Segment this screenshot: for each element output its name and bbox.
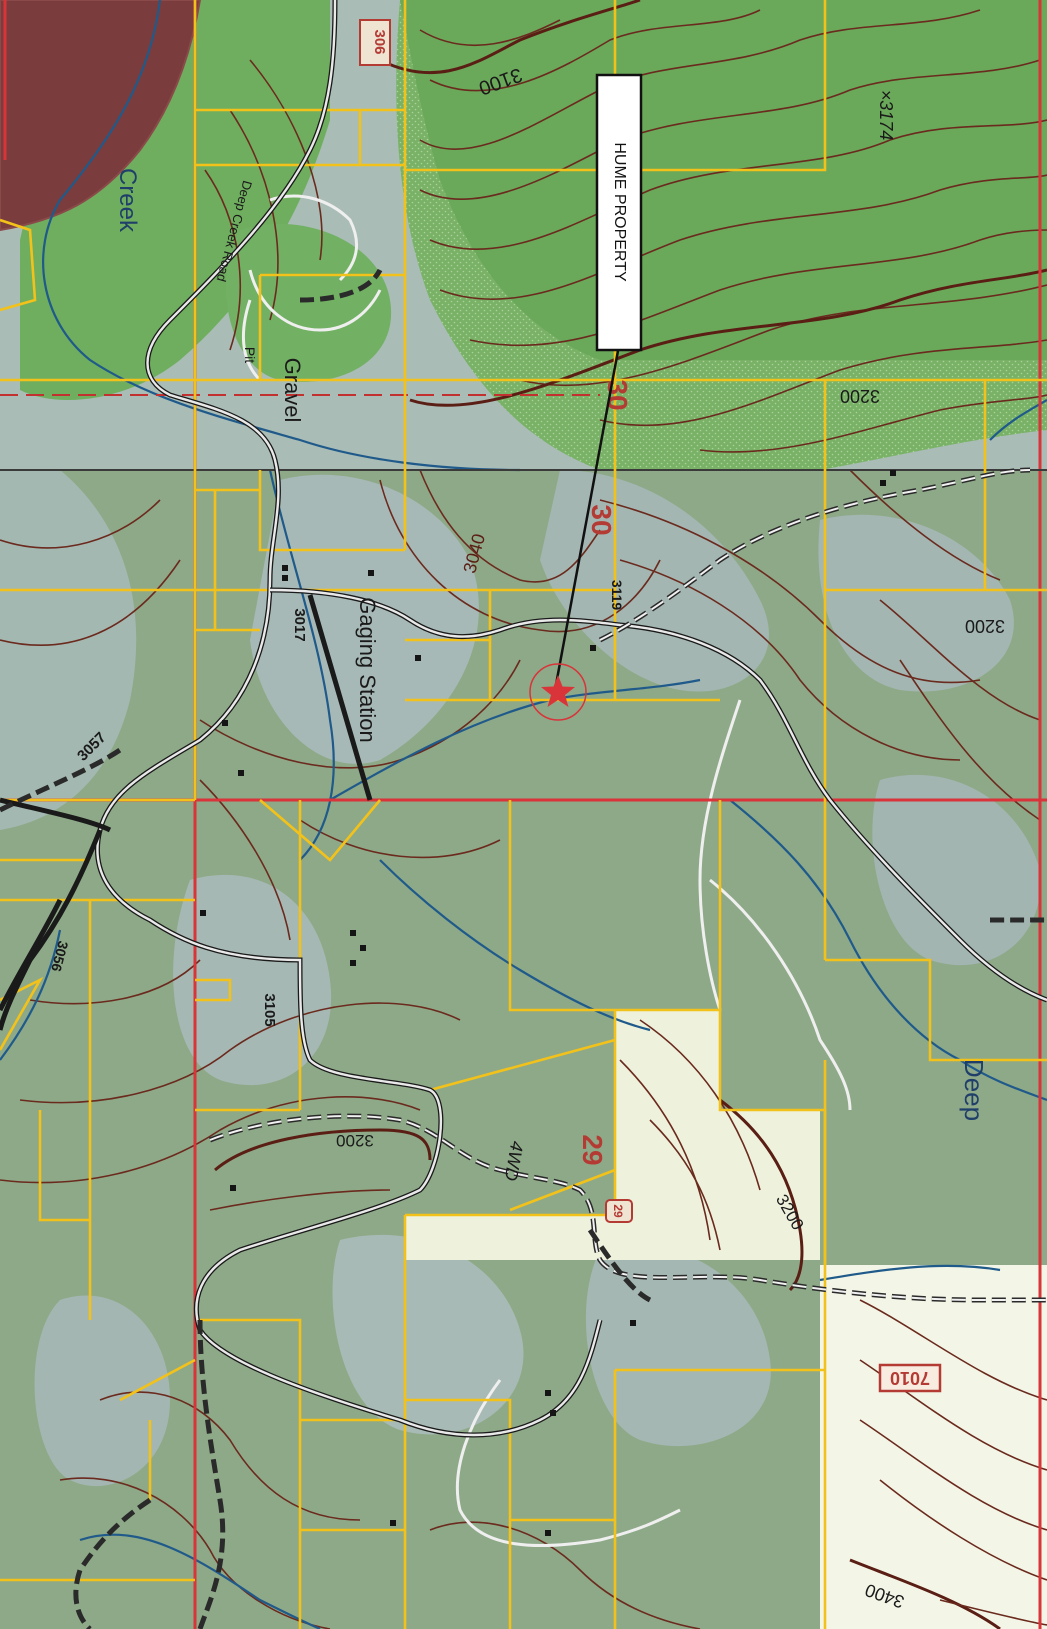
gravel-label: Gravel — [280, 358, 305, 423]
section-29-shield: 29 — [605, 1199, 633, 1223]
route-306-shield: 306 — [359, 19, 391, 66]
map-labels: Creek Deep Creek Road Gravel Pit Gaging … — [114, 168, 989, 1182]
section-29a-label: 29 — [577, 1134, 608, 1165]
elevation-3200b: 3200 — [965, 616, 1005, 636]
property-location-marker[interactable] — [529, 663, 587, 721]
hume-property-label: HUME PROPERTY — [611, 142, 628, 282]
elevation-3200c: 3200 — [336, 1131, 374, 1150]
trails — [0, 268, 1047, 1629]
route-7010-shield: 7010 — [878, 1363, 942, 1393]
elevation-3105: 3105 — [261, 993, 278, 1026]
creek-label: Creek — [114, 168, 141, 233]
pit-label: Pit — [242, 347, 258, 363]
hume-property-callout: HUME PROPERTY — [553, 73, 643, 691]
route-306-label: 306 — [371, 29, 388, 54]
star-marker-icon — [541, 675, 575, 707]
elevation-3174: ×3174 — [876, 90, 896, 141]
gaging-station-label: Gaging Station — [355, 597, 380, 743]
route-7010-label: 7010 — [890, 1368, 930, 1388]
deep-creek-road-line — [0, 0, 1047, 1438]
white-roads — [241, 194, 852, 1548]
elevation-3119: 3119 — [609, 580, 625, 611]
deep-label: Deep — [959, 1059, 989, 1121]
elevation-3017: 3017 — [291, 608, 308, 641]
section-30b-label: 30 — [586, 504, 617, 535]
elevation-3200a: 3200 — [840, 386, 880, 406]
elevation-3056: 3056 — [48, 939, 72, 973]
hume-property-label-box — [595, 73, 643, 352]
structures — [200, 470, 896, 1536]
section-29b-label: 29 — [611, 1204, 625, 1218]
